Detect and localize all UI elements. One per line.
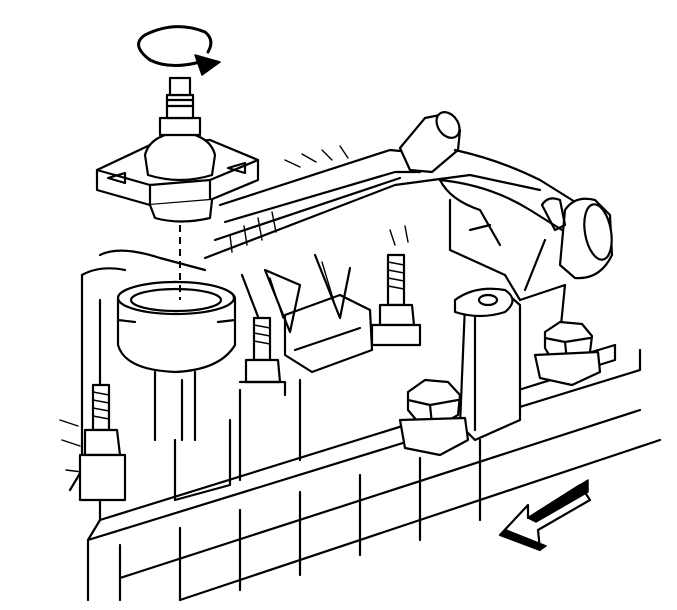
sensor-bore bbox=[116, 280, 237, 442]
stud bbox=[78, 383, 127, 502]
intake-manifold bbox=[59, 145, 662, 602]
direction-arrow-icon bbox=[498, 479, 592, 552]
stud bbox=[370, 253, 422, 347]
coolant-pipe bbox=[218, 111, 614, 292]
rotate-arrow-icon bbox=[137, 25, 221, 76]
hex-bolt-icon bbox=[533, 320, 602, 387]
hex-bolt-icon bbox=[398, 378, 470, 457]
stud bbox=[238, 316, 287, 397]
sensor bbox=[95, 76, 260, 223]
manifold-hatching bbox=[59, 145, 409, 473]
